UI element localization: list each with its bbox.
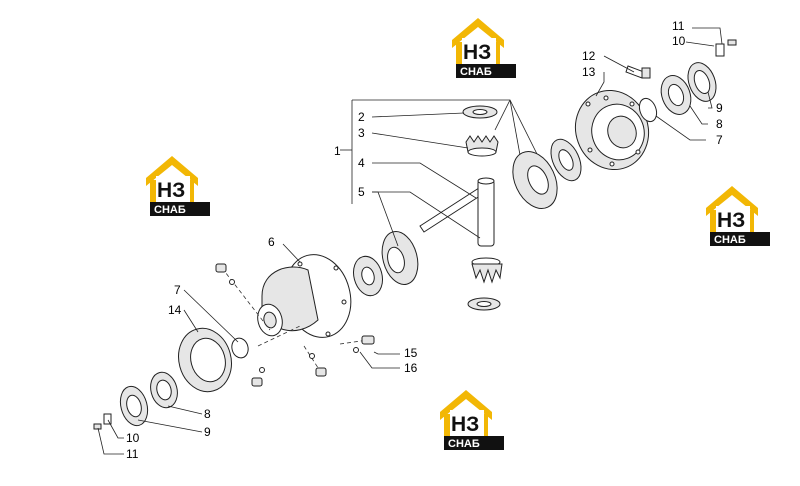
adjusting-ring-left	[119, 385, 149, 427]
callout-8-right: 8	[716, 117, 723, 131]
callout-12: 12	[582, 49, 596, 63]
callout-1: 1	[334, 144, 341, 158]
lock-plate-left	[93, 413, 112, 430]
side-gear-right	[512, 151, 558, 209]
callout-11-left: 11	[126, 447, 139, 461]
logo-bottom: НЗ СНАБ	[440, 390, 504, 450]
callout-10-left: 10	[126, 431, 140, 445]
callout-9-left: 9	[204, 425, 211, 439]
o-ring	[353, 347, 359, 353]
bearing-right	[660, 75, 692, 115]
pin	[251, 377, 263, 387]
bearing-cup	[178, 327, 232, 393]
o-ring	[229, 279, 235, 285]
logo-letters: НЗ	[451, 413, 479, 436]
lock-plate-right	[715, 39, 737, 57]
logo-caption: СНАБ	[714, 234, 746, 246]
guide-line	[303, 345, 323, 375]
pin	[215, 263, 227, 273]
callout-4: 4	[358, 156, 365, 170]
side-gear-left	[381, 231, 419, 285]
bearing-race-right	[638, 97, 658, 123]
callout-9-right: 9	[716, 101, 723, 115]
logo-caption: СНАБ	[154, 204, 186, 216]
callout-7-left: 7	[174, 283, 181, 297]
logo-left: НЗ СНАБ	[146, 156, 210, 216]
adjusting-ring-right	[687, 62, 717, 102]
callout-16: 16	[404, 361, 418, 375]
o-ring	[309, 353, 315, 359]
callout-11-right: 11	[672, 19, 685, 33]
thrust-washer-left	[353, 255, 383, 297]
pin	[361, 335, 375, 345]
callout-2: 2	[358, 110, 365, 124]
logo-caption: СНАБ	[460, 66, 492, 78]
callout-6: 6	[268, 235, 275, 249]
differential-case	[257, 254, 352, 338]
callout-8-left: 8	[204, 407, 211, 421]
bearing-race-left	[231, 337, 249, 359]
thrust-washer-bottom	[467, 297, 501, 311]
bolt-right	[625, 65, 651, 79]
pin	[315, 367, 327, 377]
callout-3: 3	[358, 126, 365, 140]
bearing-left	[150, 371, 178, 409]
callout-5: 5	[358, 185, 365, 199]
guide-line	[257, 325, 301, 347]
guide-line	[221, 267, 271, 331]
spider-gear-bottom	[471, 257, 503, 284]
cross-shaft	[419, 177, 495, 247]
logo-top: НЗ СНАБ	[452, 18, 516, 78]
o-ring	[259, 367, 265, 373]
callout-7-right: 7	[716, 133, 723, 147]
case-half-right	[575, 89, 649, 171]
logo-letters: НЗ	[463, 41, 491, 64]
callout-14: 14	[168, 303, 182, 317]
logo-right: НЗ СНАБ	[706, 186, 770, 246]
logo-caption: СНАБ	[448, 438, 480, 450]
thrust-washer-right	[550, 138, 582, 182]
spider-gear-top	[465, 135, 499, 157]
callout-10-right: 10	[672, 34, 686, 48]
logo-letters: НЗ	[157, 179, 185, 202]
leader-lines	[97, 27, 723, 455]
callout-13: 13	[582, 65, 596, 79]
thrust-washer-top	[462, 105, 498, 119]
logo-letters: НЗ	[717, 209, 745, 232]
callout-15: 15	[404, 346, 418, 360]
